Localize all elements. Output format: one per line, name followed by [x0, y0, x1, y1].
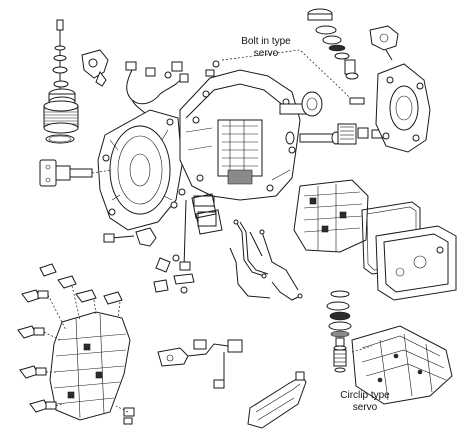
oil-strainer: [247, 371, 307, 429]
solenoid-valve-body: [49, 311, 131, 421]
rear-extension-housing: [375, 63, 431, 153]
output-flange: [39, 159, 113, 187]
solenoid-leaders: [43, 285, 129, 413]
mount-bracket-top: [81, 49, 109, 87]
bolt-in-servo-assembly: [307, 8, 399, 80]
filter-assembly: [43, 19, 79, 144]
oil-pan: [375, 225, 457, 301]
manual-linkage: [103, 199, 195, 294]
bolt-in-servo-label: Bolt in type servo: [226, 36, 306, 60]
bolt-servo-leader: [221, 49, 365, 105]
bolt-in-servo-label-line1: Bolt in type: [241, 36, 291, 47]
transmission-case: [179, 69, 301, 201]
separator-plates: [191, 193, 223, 235]
transfer-plate: [351, 325, 453, 405]
circlip-servo-assembly: [326, 290, 352, 373]
case-small-parts: [178, 60, 220, 227]
speed-sensor-harness: [157, 339, 243, 389]
valve-body: [293, 179, 369, 253]
oil-tubes: [229, 219, 303, 301]
circlip-servo-label-line1: Circlip type: [340, 390, 390, 401]
circlip-servo-label-line2: servo: [352, 402, 378, 413]
shift-solenoids: [17, 263, 135, 425]
circlip-servo-label: Circlip type servo: [320, 390, 410, 414]
bell-housing: [97, 109, 183, 231]
circlip-servo-leader: [351, 345, 373, 353]
bolt-in-servo-label-line2: servo: [253, 48, 279, 59]
